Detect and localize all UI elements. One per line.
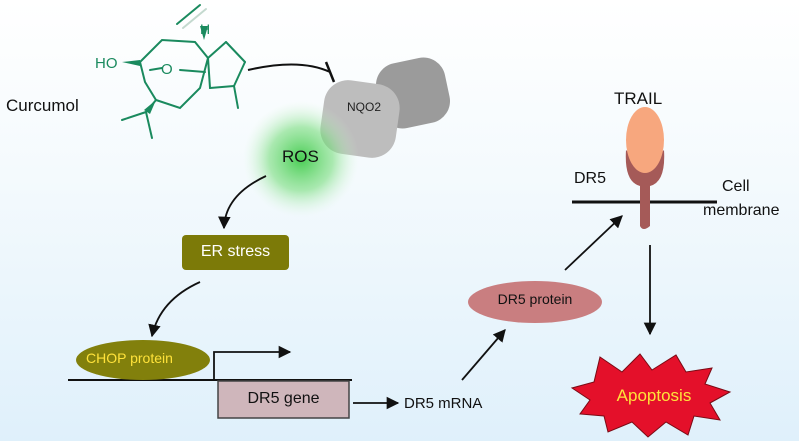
dr5-gene-label: DR5 gene [247, 390, 320, 407]
trail-label: TRAIL [614, 89, 663, 108]
curcumol-label: Curcumol [6, 96, 79, 115]
apoptosis-label: Apoptosis [616, 386, 692, 405]
apoptosis-burst [570, 353, 732, 438]
arrow-mrna-to-protein [461, 329, 506, 381]
chop-protein-ellipse [76, 340, 210, 380]
er-stress-label: ER stress [200, 243, 271, 260]
dr5-mrna-label: DR5 mRNA [404, 395, 483, 412]
curcumol-structure [121, 4, 246, 139]
ros-label: ROS [282, 147, 319, 166]
arrow-protein-to-receptor [564, 215, 623, 271]
cell-label: Cell [722, 178, 750, 195]
arrow-ros-to-er [218, 175, 267, 230]
dr5-protein-ellipse [468, 281, 602, 323]
hydrogen-label: H [200, 21, 211, 37]
dr5-receptor-label: DR5 [574, 170, 607, 187]
arrow-er-to-chop [148, 281, 201, 338]
er-stress-box [182, 235, 289, 270]
nqo2-label: NQO2 [347, 100, 382, 114]
inhibition-line [247, 63, 331, 73]
ros-glow [243, 101, 359, 217]
transcription-start-arrow [213, 345, 292, 380]
trail-ellipse [626, 107, 664, 173]
oxygen-label: O [161, 61, 173, 78]
hydroxyl-label: HO [95, 55, 118, 72]
dr5-protein-label: DR5 protein [497, 291, 573, 307]
inhibition-bar [324, 61, 336, 83]
chop-protein-label: CHOP protein [86, 350, 173, 366]
membrane-label: membrane [703, 202, 780, 219]
dr5-gene-box [217, 380, 350, 419]
